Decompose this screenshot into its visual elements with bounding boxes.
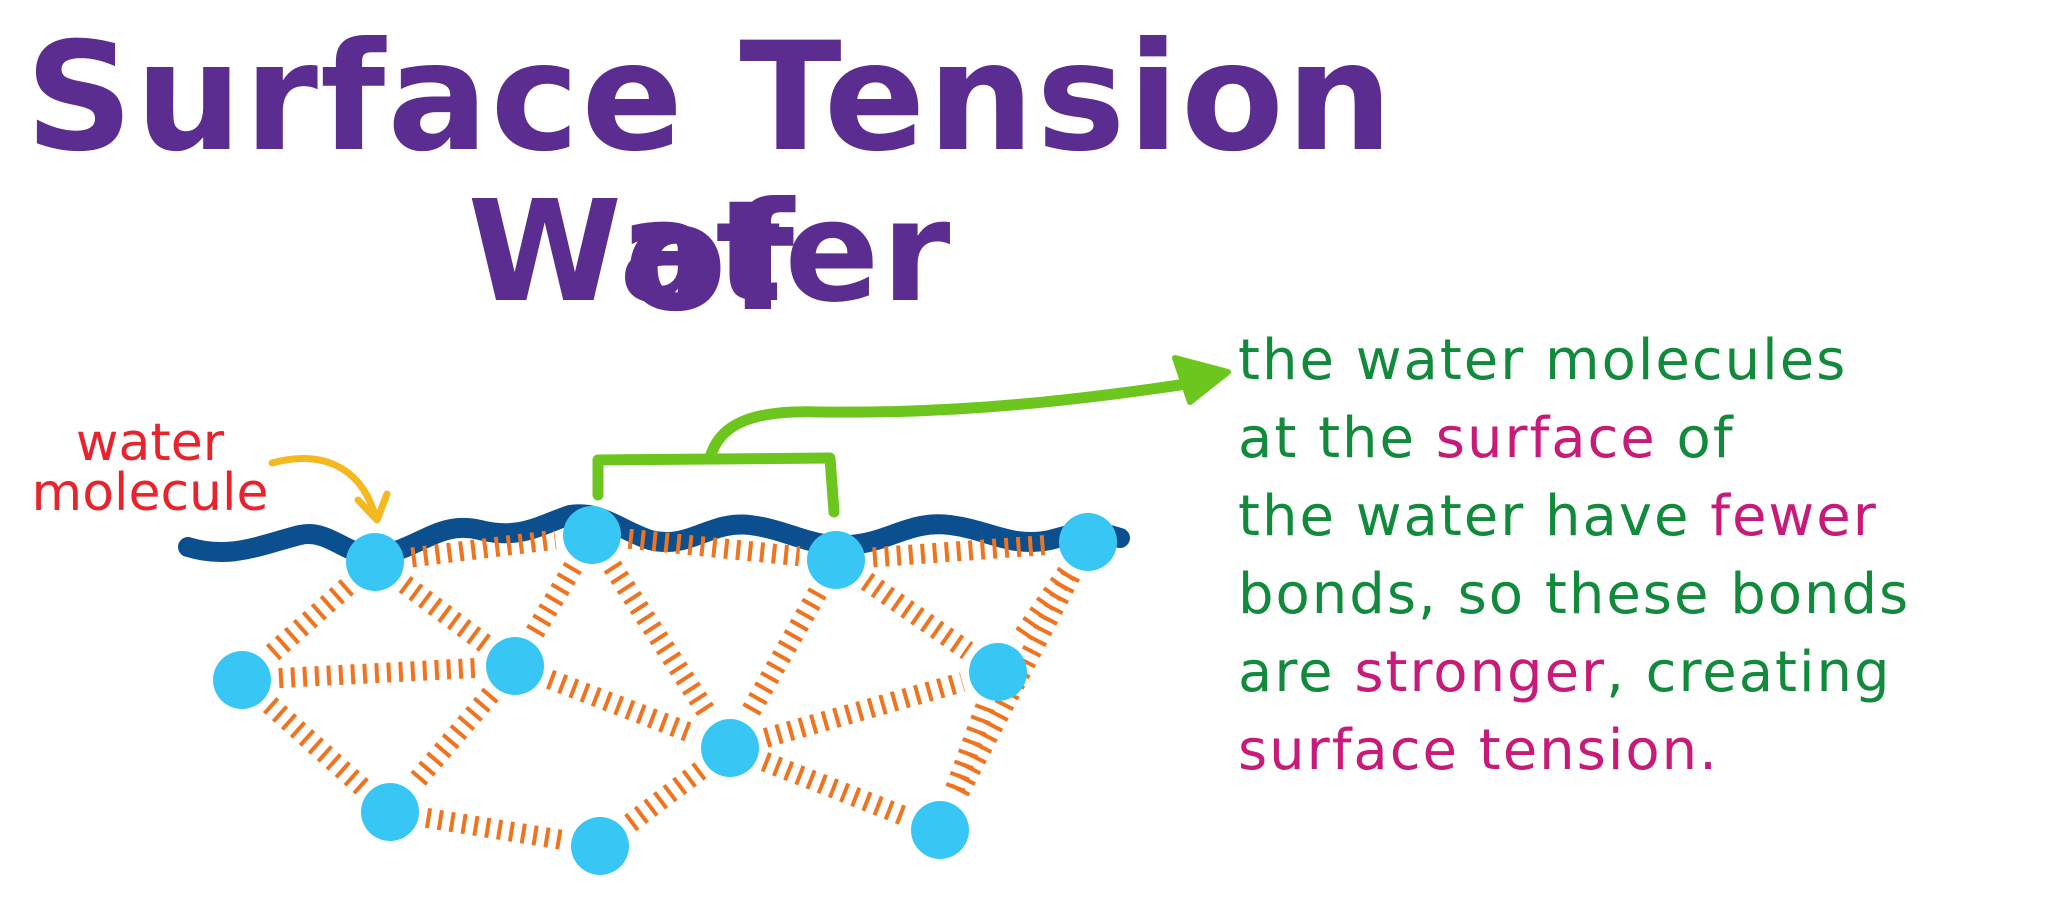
explanation-line-1: the water molecules <box>1238 328 1848 393</box>
hydrogen-bond <box>546 669 699 745</box>
water-molecule <box>701 719 759 777</box>
explanation-line-2: at the surface of <box>1238 400 2028 478</box>
water-molecule <box>969 643 1027 701</box>
explanation-l2c: of <box>1656 406 1735 471</box>
hydrogen-bond <box>262 697 370 795</box>
water-molecule <box>346 533 404 591</box>
surface-bracket <box>592 452 840 518</box>
water-molecule <box>486 637 544 695</box>
bracket-arrow <box>704 376 1206 464</box>
water-molecule <box>571 817 629 875</box>
water-molecule-label: water molecule <box>30 413 270 523</box>
explanation-l5c: , creating <box>1606 640 1892 705</box>
water-molecules <box>213 506 1117 875</box>
hydrogen-bond <box>406 687 499 791</box>
highlight-surface: surface <box>1435 406 1657 471</box>
water-molecule <box>1059 513 1117 571</box>
hydrogen-bond <box>263 579 354 663</box>
hydrogen-bond <box>739 587 827 721</box>
hydrogen-bond <box>762 672 966 748</box>
label-line-1: water <box>75 413 225 473</box>
explanation-l3a: the water have <box>1238 484 1711 549</box>
bracket-arrow-head <box>1172 355 1231 405</box>
title-line-1: Surface Tension of <box>25 11 1395 345</box>
hydrogen-bond <box>627 528 801 567</box>
label-line-2: molecule <box>31 463 269 523</box>
hydrogen-bond <box>623 762 707 832</box>
hydrogen-bonds <box>262 528 1080 850</box>
explanation-text: the water molecules at the surface of th… <box>1238 322 2028 790</box>
water-molecule <box>911 801 969 859</box>
label-arrow <box>268 455 379 519</box>
hydrogen-bond <box>860 572 974 660</box>
hydrogen-bond <box>943 703 995 799</box>
hydrogen-bond <box>603 560 719 723</box>
explanation-line-6: surface tension. <box>1238 718 1719 783</box>
hydrogen-bond <box>424 808 566 850</box>
label-arrow-head <box>354 490 391 524</box>
title-line-2: Water <box>467 171 953 334</box>
hydrogen-bond <box>410 529 557 568</box>
hydrogen-bond <box>278 657 479 689</box>
water-molecule <box>361 783 419 841</box>
hydrogen-bond <box>398 576 492 652</box>
hydrogen-bond <box>760 752 910 826</box>
hydrogen-bond <box>525 561 582 640</box>
water-molecule <box>807 531 865 589</box>
explanation-l5a: are <box>1238 640 1355 705</box>
explanation-l2a: at the <box>1238 406 1436 471</box>
highlight-stronger: stronger <box>1354 640 1607 705</box>
highlight-fewer: fewer <box>1710 484 1878 549</box>
explanation-line-4: bonds, so these bonds <box>1238 562 1911 627</box>
water-molecule <box>213 651 271 709</box>
explanation-line-3: the water have fewer <box>1238 478 2028 556</box>
water-molecule <box>563 506 621 564</box>
explanation-line-5: are stronger, creating <box>1238 634 2028 712</box>
